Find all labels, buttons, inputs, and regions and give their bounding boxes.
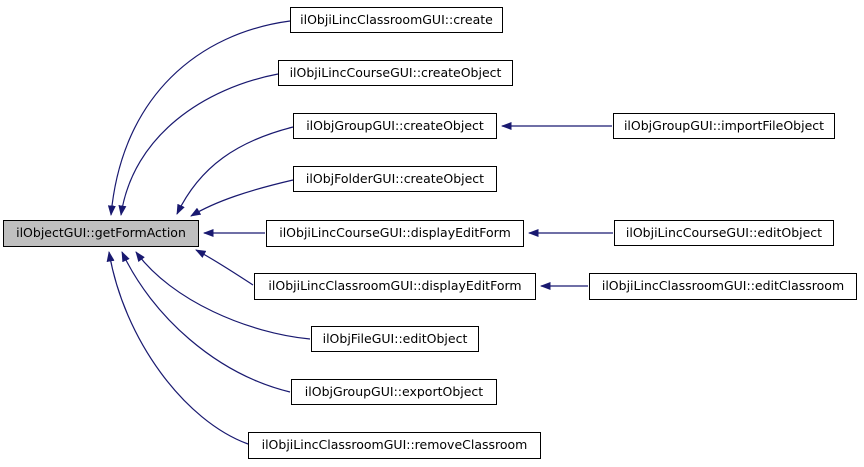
- node-classroom-editclassroom[interactable]: ilObjiLincClassroomGUI::editClassroom: [589, 273, 857, 300]
- arrow-folder-createobject-to-getformaction: [190, 179, 294, 217]
- arrow-classroom-create-to-getformaction: [107, 20, 291, 216]
- node-getformaction[interactable]: ilObjectGUI::getFormAction: [3, 220, 199, 247]
- arrow-course-createobject-to-getformaction: [118, 73, 279, 216]
- arrow-group-createobject-to-getformaction: [176, 126, 294, 215]
- arrow-group-exportobject-to-getformaction: [121, 251, 291, 393]
- node-classroom-create[interactable]: ilObjiLincClassroomGUI::create: [290, 7, 503, 33]
- node-group-importfileobject[interactable]: ilObjGroupGUI::importFileObject: [613, 113, 835, 139]
- node-course-createobject[interactable]: ilObjiLincCourseGUI::createObject: [278, 60, 513, 86]
- arrow-classroom-removeclassroom-to-getformaction: [106, 251, 249, 445]
- arrow-classroom-displayeditform-to-getformaction: [195, 249, 254, 286]
- node-file-editobject[interactable]: ilObjFileGUI::editObject: [311, 326, 479, 352]
- node-classroom-displayeditform[interactable]: ilObjiLincClassroomGUI::displayEditForm: [254, 273, 536, 300]
- node-course-editobject[interactable]: ilObjiLincCourseGUI::editObject: [614, 220, 834, 246]
- arrow-file-editobject-to-getformaction: [135, 251, 311, 340]
- node-course-displayeditform[interactable]: ilObjiLincCourseGUI::displayEditForm: [266, 220, 524, 247]
- node-group-createobject[interactable]: ilObjGroupGUI::createObject: [293, 113, 497, 139]
- node-group-exportobject[interactable]: ilObjGroupGUI::exportObject: [291, 379, 497, 405]
- node-classroom-removeclassroom[interactable]: ilObjiLincClassroomGUI::removeClassroom: [248, 432, 541, 459]
- node-folder-createobject[interactable]: ilObjFolderGUI::createObject: [293, 166, 497, 192]
